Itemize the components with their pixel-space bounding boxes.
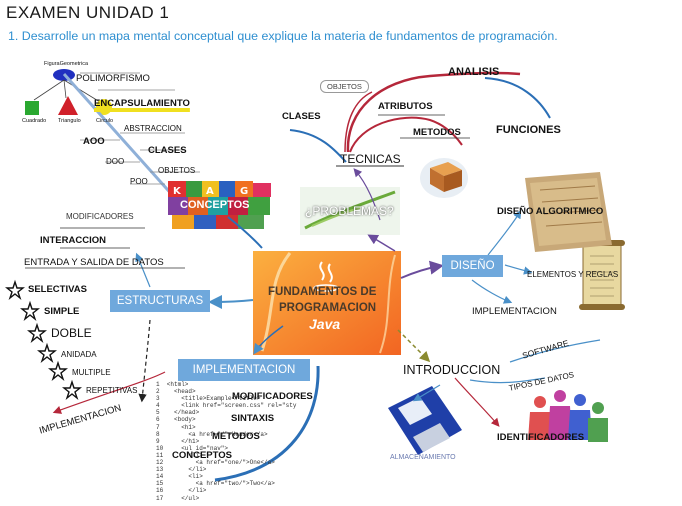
atributos-label: ATRIBUTOS — [378, 101, 433, 112]
center-title-line2: PROGRAMACION — [279, 302, 376, 314]
introduccion-node: INTRODUCCION — [403, 363, 500, 377]
code-line: 13 </li> — [156, 466, 316, 473]
doble-label: DOBLE — [51, 326, 92, 340]
impl-metodos-label: METODOS — [212, 431, 260, 442]
java-logo-text: Java — [309, 316, 340, 332]
sintaxis-label: SINTAXIS — [231, 413, 274, 424]
interaccion-label: INTERACCION — [40, 235, 106, 246]
square-shape — [25, 101, 39, 115]
metodos-label: METODOS — [413, 127, 461, 138]
almacenamiento-label: ALMACENAMIENTO — [390, 454, 456, 461]
elementos-reglas-label: ELEMENTOS Y REGLAS — [527, 270, 618, 279]
estructuras-node: ESTRUCTURAS — [110, 290, 210, 312]
code-line: 7 <h1> — [156, 424, 316, 431]
diseno-implementacion-label: IMPLEMENTACION — [472, 306, 557, 317]
modificadores-label: MODIFICADORES — [66, 212, 134, 221]
polimorfismo-label: POLIMORFISMO — [76, 73, 150, 84]
code-line: 17 </ul> — [156, 495, 316, 502]
abstraccion-label: ABSTRACCION — [124, 124, 182, 133]
repetitivas-label: REPETITIVAS — [86, 386, 137, 395]
conceptos-title: CONCEPTOS — [180, 199, 249, 211]
gift-box-image — [420, 158, 468, 198]
poo-root-label: FiguraGeometrica — [44, 61, 88, 67]
aoo-label: AOO — [83, 136, 105, 147]
code-line: 15 <a href="two/">Two</a> — [156, 480, 316, 487]
triangulo-label: Triangulo — [58, 118, 81, 124]
center-title-line1: FUNDAMENTOS DE — [268, 286, 376, 298]
tecnicas-clases-label: CLASES — [282, 111, 321, 122]
problemas-label: ¿PROBLEMAS? — [305, 204, 394, 218]
poo-label: POO — [130, 177, 148, 186]
anidada-label: ANIDADA — [61, 350, 97, 359]
poo-objetos-label: OBJETOS — [158, 166, 195, 175]
identificadores-label: IDENTIFICADORES — [497, 432, 584, 443]
svg-text:K: K — [173, 186, 182, 197]
impl-conceptos-label: CONCEPTOS — [172, 450, 232, 461]
impl-modificadores-label: MODIFICADORES — [232, 391, 313, 402]
entrada-salida-label: ENTRADA Y SALIDA DE DATOS — [24, 257, 164, 268]
circulo-label: Circulo — [96, 118, 113, 124]
poo-clases-label: CLASES — [148, 145, 187, 156]
svg-text:G: G — [240, 186, 248, 197]
diseno-node: DISEÑO — [442, 255, 503, 277]
svg-text:A: A — [206, 186, 214, 197]
selectivas-label: SELECTIVAS — [28, 284, 87, 295]
triangle-shape — [58, 96, 78, 115]
diseno-algoritmico-label: DISEÑO ALGORITMICO — [497, 206, 603, 217]
code-line: 14 <li> — [156, 473, 316, 480]
simple-label: SIMPLE — [44, 306, 79, 317]
cuadrado-label: Cuadrado — [22, 118, 46, 124]
analisis-label: ANALISIS — [448, 66, 499, 78]
implementacion-node: IMPLEMENTACION — [178, 359, 310, 381]
star-icons — [7, 282, 80, 398]
code-line: 16 </li> — [156, 487, 316, 494]
funciones-label: FUNCIONES — [496, 124, 561, 136]
floppy-disk-image — [388, 386, 462, 455]
code-line: 4 <link href="screen.css" rel="sty — [156, 402, 316, 409]
tecnicas-objetos-label: OBJETOS — [320, 80, 369, 93]
multiple-label: MULTIPLE — [72, 368, 111, 377]
tecnicas-label: TECNICAS — [340, 152, 401, 166]
doo-label: DOO — [106, 157, 124, 166]
encapsulamiento-label: ENCAPSULAMIENTO — [94, 98, 190, 109]
code-line: 1 <html> — [156, 381, 316, 388]
